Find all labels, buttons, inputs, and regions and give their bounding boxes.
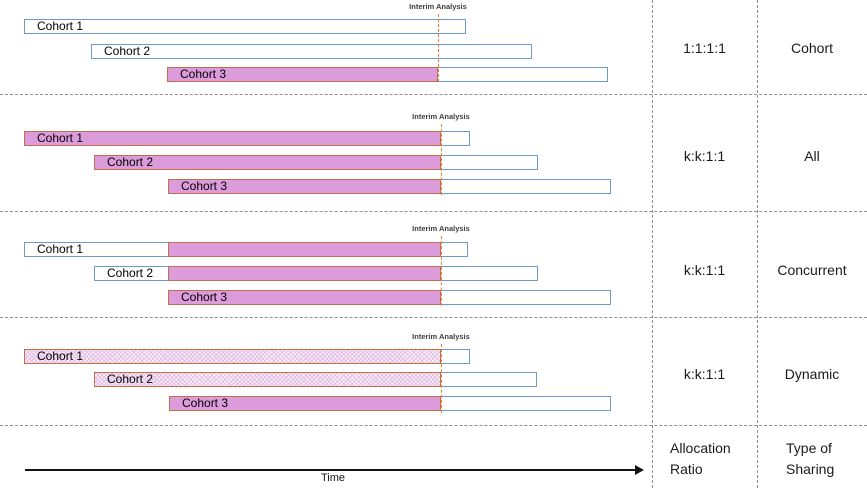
row2-interim-analysis-line: [441, 124, 442, 195]
row3-cohort1-label: Cohort 1: [37, 242, 84, 256]
row1-allocation-ratio-value: 1:1:1:1: [683, 40, 726, 56]
row-divider-2: [0, 211, 867, 212]
row3-cohort2-shared-fill-solid: [168, 266, 441, 281]
row4-cohort2-label: Cohort 2: [107, 372, 154, 386]
row3-interim-analysis-label: Interim Analysis: [412, 224, 470, 233]
row3-allocation-ratio-value: k:k:1:1: [683, 262, 726, 278]
row2-interim-analysis-label: Interim Analysis: [412, 112, 470, 121]
row4-allocation-ratio-value: k:k:1:1: [683, 366, 726, 382]
type-of-sharing-header-line2: Sharing: [786, 461, 835, 477]
row2-allocation-ratio-value: k:k:1:1: [683, 148, 726, 164]
row3-interim-analysis-line: [441, 236, 442, 306]
row3-cohort3-label: Cohort 3: [181, 290, 228, 304]
row4-cohort2-shared-fill-hatch: [94, 372, 441, 387]
row2-cohort1-label: Cohort 1: [37, 131, 84, 145]
row3-cohort3-shared-fill-solid: [168, 290, 441, 305]
row4-cohort3-shared-fill-solid: [169, 396, 441, 411]
row4-cohort1-shared-fill-hatch: [24, 349, 441, 364]
time-axis-label: Time: [320, 472, 346, 484]
row4-interim-analysis-line: [441, 344, 442, 413]
row-divider-3: [0, 317, 867, 318]
row1-cohort2-label: Cohort 2: [104, 44, 151, 58]
row1-interim-analysis-label: Interim Analysis: [409, 2, 467, 11]
row1-cohort1-label: Cohort 1: [37, 19, 84, 33]
row-divider-1: [0, 94, 867, 95]
row2-cohort3-shared-fill-solid: [168, 179, 441, 194]
column-divider-2: [757, 0, 758, 488]
row3-cohort2-label: Cohort 2: [107, 266, 154, 280]
row1-cohort3-label: Cohort 3: [180, 67, 227, 81]
row4-sharing-type-value: Dynamic: [784, 366, 840, 382]
row2-cohort2-shared-fill-solid: [94, 155, 441, 170]
row-divider-4: [0, 425, 867, 426]
type-of-sharing-header-line1: Type of: [786, 440, 832, 456]
row1-sharing-type-value: Cohort: [790, 40, 834, 56]
row1-cohort1-bar: [24, 19, 466, 34]
time-axis-line: [25, 469, 637, 471]
row4-cohort3-label: Cohort 3: [182, 396, 229, 410]
row1-cohort3-shared-fill-solid: [167, 67, 438, 82]
row3-cohort1-shared-fill-solid: [168, 242, 441, 257]
allocation-ratio-column-header: Allocation Ratio: [670, 438, 731, 480]
row2-sharing-type-value: All: [804, 148, 820, 164]
row2-cohort1-shared-fill-solid: [24, 131, 441, 146]
allocation-ratio-header-line2: Ratio: [670, 461, 703, 477]
column-divider-1: [652, 0, 653, 488]
row2-cohort2-label: Cohort 2: [107, 155, 154, 169]
row1-cohort2-bar: [91, 44, 532, 59]
row4-interim-analysis-label: Interim Analysis: [412, 332, 470, 341]
row2-cohort3-label: Cohort 3: [181, 179, 228, 193]
row4-cohort1-label: Cohort 1: [37, 349, 84, 363]
time-axis-arrowhead-icon: [635, 465, 644, 475]
row1-interim-analysis-line: [438, 14, 439, 82]
type-of-sharing-column-header: Type of Sharing: [786, 438, 834, 480]
row3-sharing-type-value: Concurrent: [777, 262, 847, 278]
allocation-ratio-header-line1: Allocation: [670, 440, 731, 456]
